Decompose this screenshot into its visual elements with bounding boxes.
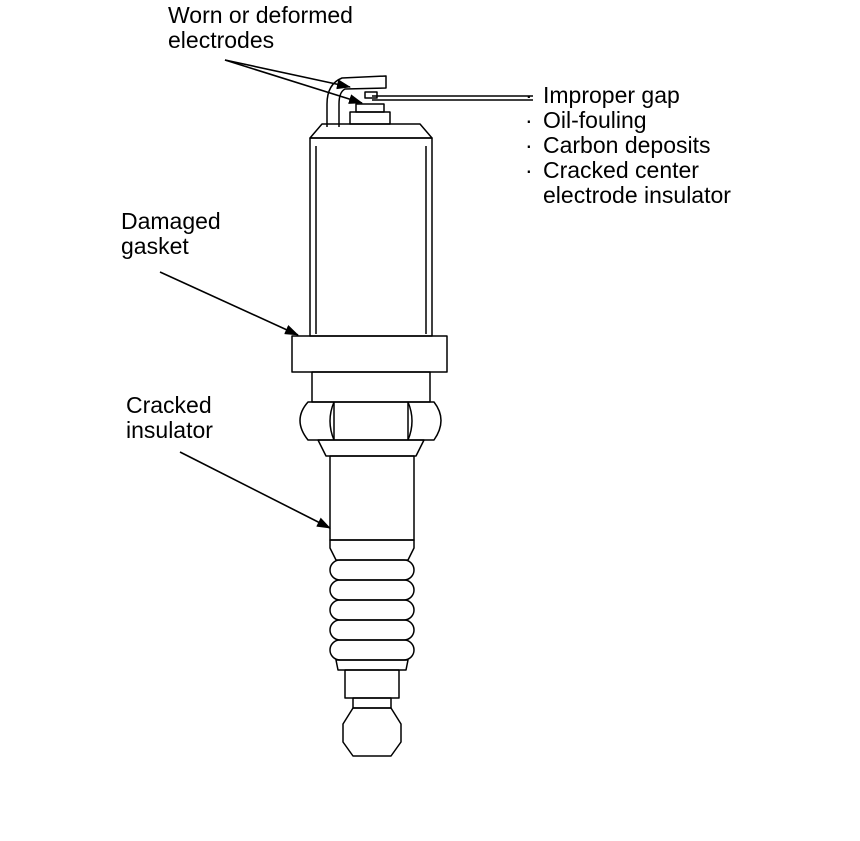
electrodes-leader-1	[224, 59, 351, 90]
insulator-label-line-1: Cracked	[126, 392, 212, 418]
gasket-label: Damaged gasket	[121, 209, 221, 259]
electrodes-label: Worn or deformed electrodes	[168, 3, 353, 53]
upper-shell	[309, 123, 433, 337]
gasket-label-line-1: Damaged	[121, 208, 221, 234]
gasket	[291, 335, 448, 373]
insulator-taper	[329, 539, 415, 561]
gasket-leader	[159, 271, 299, 336]
gap-issue-text: Carbon deposits	[543, 132, 711, 158]
gap-issue-item: · Improper gap	[525, 83, 731, 108]
gap-issues-list: · Improper gap · Oil-fouling · Carbon de…	[525, 83, 731, 208]
gap-issue-item: · Cracked center	[525, 158, 731, 183]
bullet-marker: ·	[525, 82, 533, 108]
gasket-label-line-2: gasket	[121, 233, 189, 259]
insulator-label-line-2: insulator	[126, 417, 213, 443]
electrodes-label-line-1: Worn or deformed	[168, 2, 353, 28]
center-electrode	[349, 91, 391, 125]
bullet-marker: ·	[525, 107, 533, 133]
insulator-label: Cracked insulator	[126, 393, 213, 443]
nut-taper	[317, 439, 425, 457]
electrodes-label-line-2: electrodes	[168, 27, 275, 53]
terminal	[342, 669, 402, 757]
gap-issue-text: Improper gap	[543, 82, 680, 108]
gap-issue-item: electrode insulator	[525, 183, 731, 208]
gap-issue-text: Oil-fouling	[543, 107, 647, 133]
gap-issue-item: · Carbon deposits	[525, 133, 731, 158]
gap-issue-text: Cracked center	[543, 157, 699, 183]
bullet-marker: ·	[525, 132, 533, 158]
insulator-ribs	[329, 559, 415, 671]
insulator-leader	[179, 451, 331, 529]
insulator-body	[329, 455, 415, 541]
electrodes-leader-2	[224, 59, 363, 104]
shell-neck	[311, 371, 431, 403]
ground-electrode	[326, 75, 387, 127]
gap-issue-item: · Oil-fouling	[525, 108, 731, 133]
bullet-marker: ·	[525, 157, 533, 183]
hex-nut	[299, 401, 442, 441]
gap-issue-text: electrode insulator	[543, 182, 731, 208]
